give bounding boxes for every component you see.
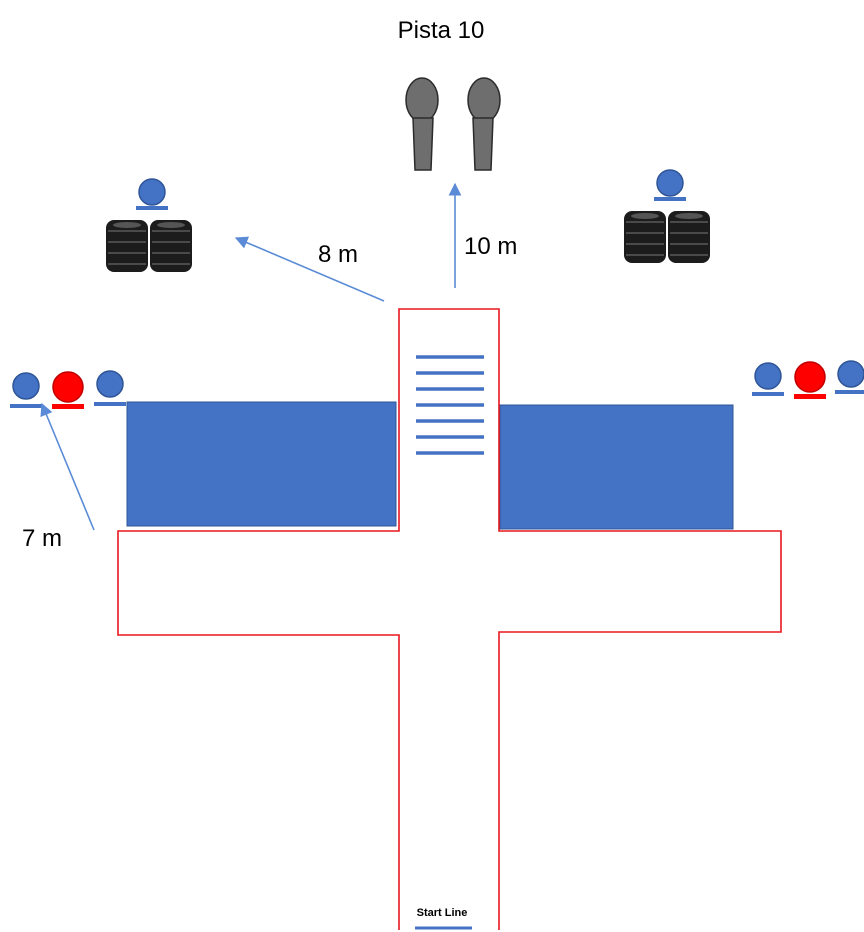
blue-marker-icon [94,370,126,406]
crossing-stripes [416,355,484,455]
track-outline [117,308,782,930]
start-line-label: Start Line [417,907,468,919]
red-marker-icon [794,361,826,399]
blue-marker-icon [654,169,686,201]
tire-stack-icon [106,220,192,272]
blue-marker-icon [752,362,784,396]
microphone-icon [405,77,439,171]
distance-label-upper-left: 8 m [318,241,358,268]
distance-arrow-upper-left [234,236,385,302]
distance-arrow-left [40,402,95,531]
blue-marker-icon [136,178,168,210]
tire-stack-icon [624,211,710,263]
blue-marker-icon [10,372,42,408]
water-pool-left [126,401,397,527]
red-marker-icon [52,371,84,409]
distance-label-top: 10 m [464,233,517,260]
blue-marker-icon [835,360,864,394]
distance-label-left: 7 m [22,525,62,552]
water-pool-right [499,404,734,530]
diagram-title: Pista 10 [398,17,485,44]
microphone-icon [467,77,501,171]
